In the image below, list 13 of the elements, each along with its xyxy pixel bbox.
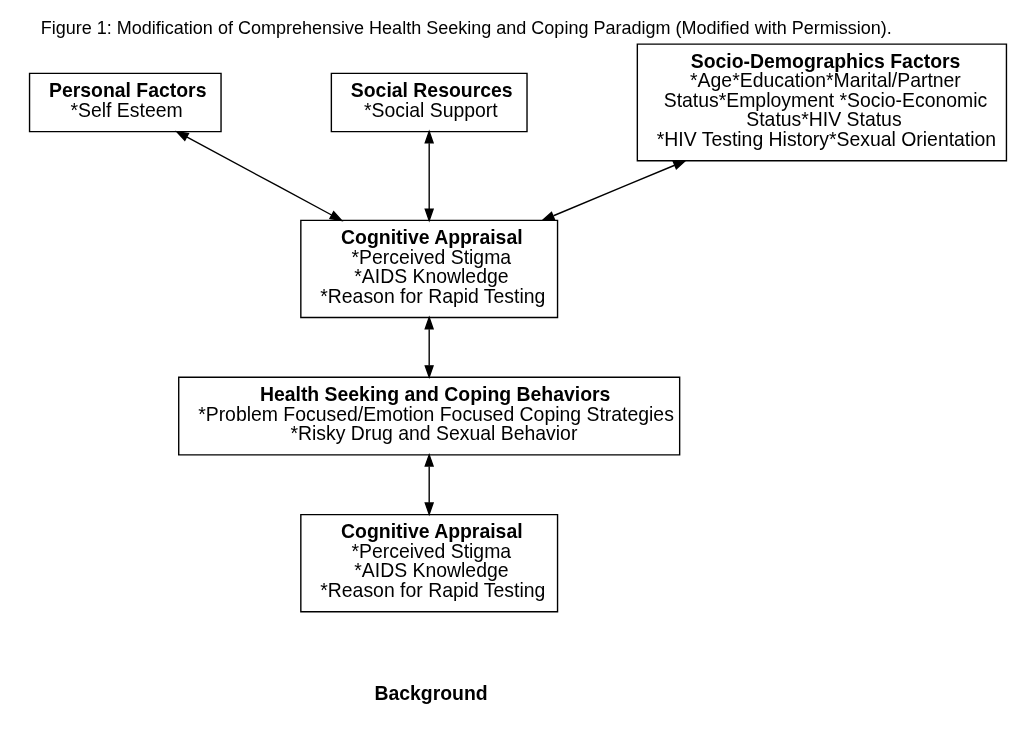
arrow: [423, 129, 434, 223]
node-label: Background: [373, 682, 488, 705]
arrow: [174, 130, 343, 222]
arrow: [423, 452, 434, 517]
node-box: Social Resources *Social Support: [330, 72, 528, 133]
diagram-title: Figure 1: Modification of Comprehensive Health Seeking and Coping Paradigm (Modified with Permission).: [40, 17, 892, 38]
node-box: Health Seeking and Coping Behaviors *Problem Focused/Emotion Focused Coping Strategies *Risky Drug and Sexual Behavior: [177, 376, 680, 456]
arrow: [423, 315, 434, 380]
arrow: [540, 160, 687, 222]
node-box: Socio-Demographics Factors *Age*Education*Marital/Partner Status*Employment *Socio-Economic Status*HIV Status *HIV Testing History*Sexual Orientation: [636, 43, 1007, 162]
node-box: Personal Factors *Self Esteem: [28, 72, 222, 133]
node-box: Cognitive Appraisal *Perceived Stigma *AIDS Knowledge *Reason for Rapid Testing: [299, 219, 558, 319]
node-box: Cognitive Appraisal *Perceived Stigma *AIDS Knowledge *Reason for Rapid Testing: [299, 513, 558, 613]
